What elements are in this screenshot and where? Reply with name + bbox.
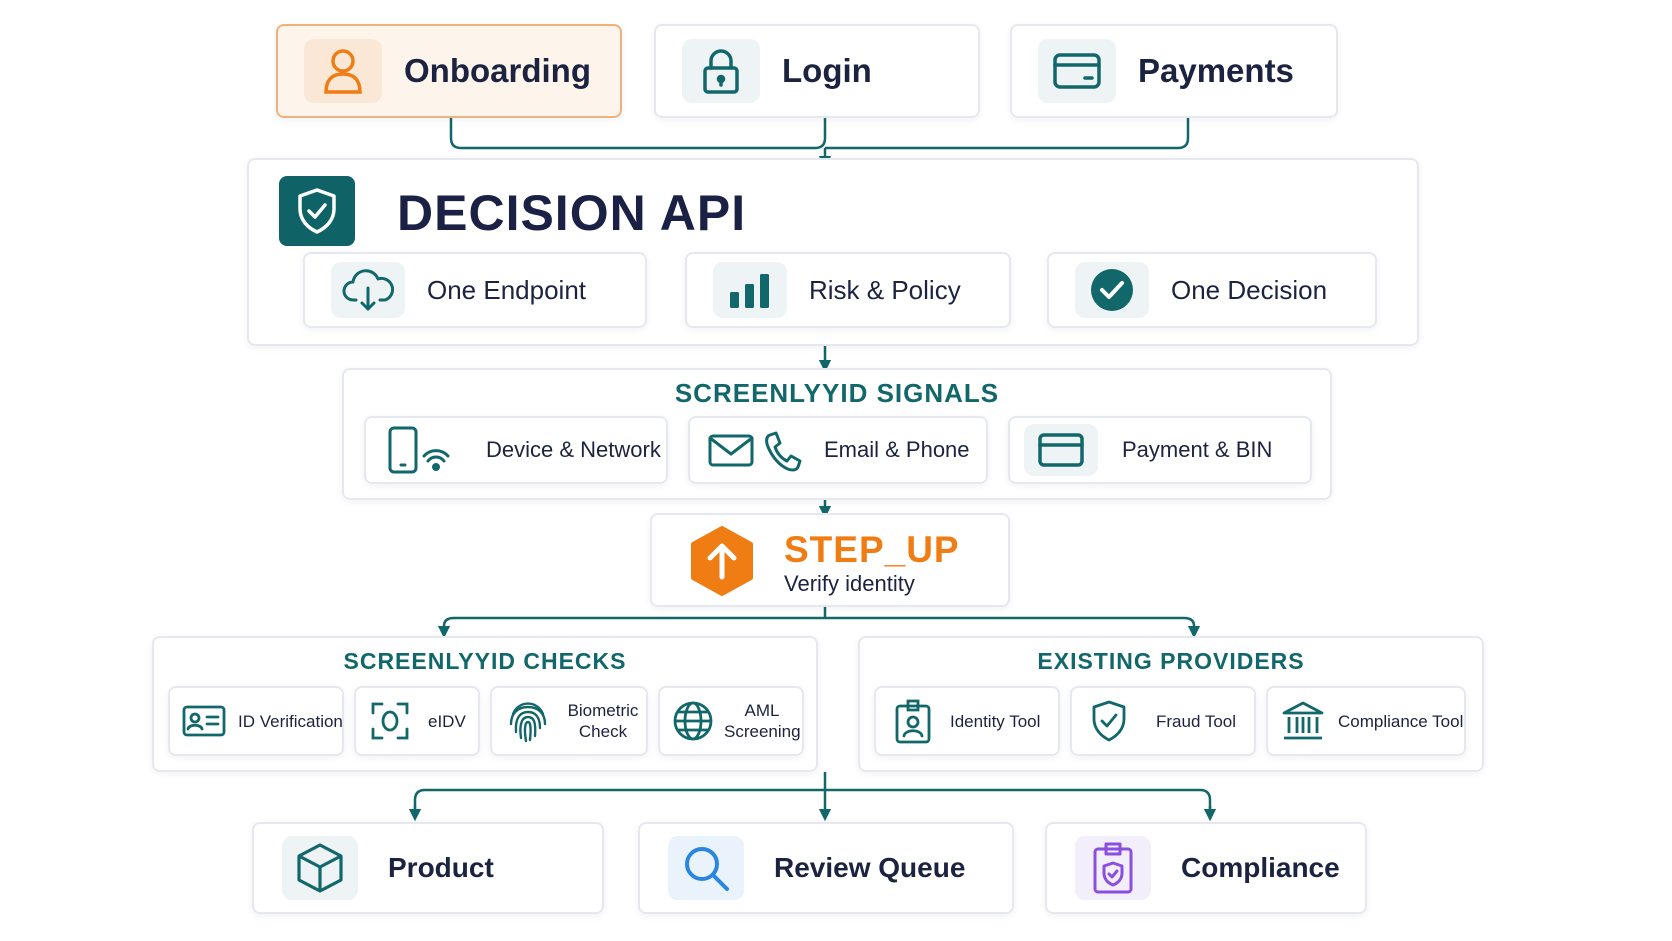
globe-icon bbox=[668, 697, 718, 745]
payments-label: Payments bbox=[1138, 52, 1294, 89]
card-icon bbox=[1038, 39, 1116, 103]
login-card[interactable]: Login bbox=[654, 24, 980, 118]
review-queue-card[interactable]: Review Queue bbox=[638, 822, 1014, 914]
cube-icon bbox=[282, 836, 358, 900]
provider-fraud-label: Fraud Tool bbox=[1156, 711, 1237, 731]
provider-compliance-tool[interactable]: Compliance Tool bbox=[1266, 686, 1466, 756]
onboarding-label: Onboarding bbox=[404, 52, 591, 89]
signal-device-label: Device & Network bbox=[486, 437, 661, 462]
arrow-up-hexagon-icon bbox=[688, 525, 756, 602]
check-eidv[interactable]: eIDV bbox=[354, 686, 480, 756]
check-id-label: ID Verification bbox=[238, 711, 343, 731]
face-scan-icon bbox=[364, 697, 416, 745]
signals-panel: SCREENLYYID SIGNALS Device & Network Ema… bbox=[342, 368, 1332, 500]
signal-device-network[interactable]: Device & Network bbox=[364, 416, 668, 484]
connector-payments bbox=[825, 118, 1190, 150]
signals-title: SCREENLYYID SIGNALS bbox=[674, 378, 1000, 408]
one-decision-label: One Decision bbox=[1171, 274, 1328, 305]
connector-outputs-split bbox=[413, 788, 1212, 815]
signal-email-label: Email & Phone bbox=[824, 437, 970, 462]
magnifier-icon bbox=[668, 836, 744, 900]
connector-onboarding bbox=[449, 118, 827, 150]
card-icon bbox=[1024, 424, 1098, 476]
provider-compliance-label: Compliance Tool bbox=[1338, 711, 1464, 731]
onboarding-card[interactable]: Onboarding bbox=[276, 24, 622, 118]
check-id-verification[interactable]: ID Verification bbox=[168, 686, 344, 756]
risk-policy-label: Risk & Policy bbox=[809, 274, 961, 305]
one-decision-card[interactable]: One Decision bbox=[1047, 252, 1377, 328]
provider-fraud-tool[interactable]: Fraud Tool bbox=[1070, 686, 1256, 756]
providers-panel: EXISTING PROVIDERS Identity Tool Fraud T… bbox=[858, 636, 1484, 772]
checks-panel: SCREENLYYID CHECKS ID Verification eIDV bbox=[152, 636, 818, 772]
payments-card[interactable]: Payments bbox=[1010, 24, 1338, 118]
bar-chart-icon bbox=[713, 262, 787, 318]
cloud-download-icon bbox=[331, 262, 405, 318]
one-endpoint-card[interactable]: One Endpoint bbox=[303, 252, 647, 328]
check-circle-icon bbox=[1075, 262, 1149, 318]
compliance-card[interactable]: Compliance bbox=[1045, 822, 1367, 914]
review-queue-label: Review Queue bbox=[774, 852, 966, 883]
user-icon bbox=[304, 39, 382, 103]
signal-email-phone[interactable]: Email & Phone bbox=[688, 416, 988, 484]
decision-api-title: DECISION API bbox=[397, 185, 747, 241]
compliance-label: Compliance bbox=[1181, 852, 1340, 883]
signal-payment-label: Payment & BIN bbox=[1122, 437, 1273, 462]
check-biometric[interactable]: Biometric Check bbox=[490, 686, 648, 756]
check-biometric-label: Biometric Check bbox=[567, 701, 639, 741]
product-label: Product bbox=[388, 852, 494, 883]
login-label: Login bbox=[782, 52, 872, 89]
fingerprint-icon bbox=[500, 696, 556, 746]
signal-payment-bin[interactable]: Payment & BIN bbox=[1008, 416, 1312, 484]
decision-api-panel: DECISION API One Endpoint Risk & Policy bbox=[247, 158, 1419, 346]
connector-stepup-split bbox=[442, 606, 1196, 632]
mail-phone-icon bbox=[704, 424, 804, 476]
step-up-title: STEP_UP bbox=[784, 529, 960, 570]
providers-title: EXISTING PROVIDERS bbox=[1037, 648, 1305, 674]
badge-user-icon bbox=[884, 696, 942, 746]
shield-check-icon bbox=[279, 176, 355, 246]
shield-check-icon bbox=[1080, 696, 1138, 746]
risk-policy-card[interactable]: Risk & Policy bbox=[685, 252, 1011, 328]
provider-identity-tool[interactable]: Identity Tool bbox=[874, 686, 1060, 756]
check-aml-label: AML Screening bbox=[724, 701, 801, 741]
lock-icon bbox=[682, 39, 760, 103]
bank-icon bbox=[1276, 696, 1330, 746]
step-up-subtitle: Verify identity bbox=[784, 571, 915, 596]
clipboard-shield-icon bbox=[1075, 836, 1151, 900]
checks-title: SCREENLYYID CHECKS bbox=[343, 648, 627, 674]
id-card-icon bbox=[178, 697, 230, 745]
provider-identity-label: Identity Tool bbox=[950, 711, 1041, 731]
step-up-card[interactable]: STEP_UP Verify identity bbox=[650, 513, 1010, 607]
product-card[interactable]: Product bbox=[252, 822, 604, 914]
one-endpoint-label: One Endpoint bbox=[427, 274, 587, 305]
phone-wifi-icon bbox=[380, 424, 458, 476]
check-eidv-label: eIDV bbox=[428, 711, 466, 731]
check-aml-screening[interactable]: AML Screening bbox=[658, 686, 804, 756]
